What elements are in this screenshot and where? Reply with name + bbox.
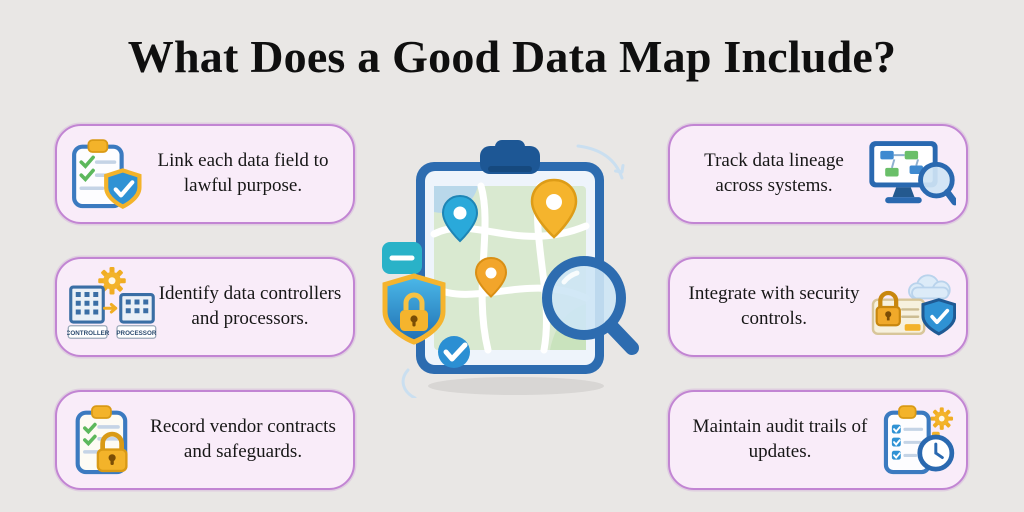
card-label: Maintain audit trails of updates. — [692, 416, 868, 462]
card-lawful-purpose: Link each data field to lawful purpose. — [55, 124, 355, 224]
card-data-lineage: Track data lineage across systems. — [668, 124, 968, 224]
card-vendor-contracts: Record vendor contracts and safeguards. — [55, 390, 355, 490]
card-audit-trails: Maintain audit trails of updates. — [668, 390, 968, 490]
controller-label: CONTROLLER — [67, 330, 110, 337]
controller-processor-icon: CONTROLLER PROCESSOR — [67, 267, 157, 347]
clipboard-shield-icon — [67, 136, 143, 212]
audit-clock-icon — [880, 402, 956, 478]
monitor-lineage-icon — [868, 135, 956, 213]
contract-lock-icon — [67, 402, 143, 478]
card-label: Record vendor contracts and safeguards. — [150, 416, 336, 462]
card-label: Link each data field to lawful purpose. — [157, 150, 329, 196]
data-map-illustration — [378, 136, 650, 400]
card-security-controls: Integrate with security controls. — [668, 257, 968, 357]
page-title: What Does a Good Data Map Include? — [127, 31, 897, 82]
card-label: Track data lineage across systems. — [704, 150, 844, 196]
card-label: Integrate with security controls. — [688, 283, 860, 329]
card-controllers-processors: CONTROLLER PROCESSOR Identify data contr… — [55, 257, 355, 357]
processor-label: PROCESSOR — [116, 330, 156, 337]
security-controls-icon — [868, 268, 956, 346]
card-label: Identify data controllers and processors… — [158, 283, 342, 329]
